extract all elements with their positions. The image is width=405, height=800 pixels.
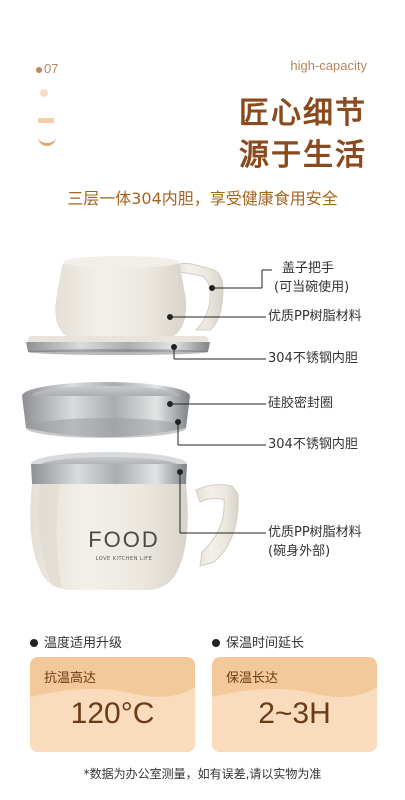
- card-value: 2~3H: [258, 697, 331, 730]
- logo-subtext: LOVE KITCHEN LIFE: [95, 556, 153, 562]
- card-label: 抗温高达: [44, 671, 97, 686]
- callout-silicone-ring: 硅胶密封圈: [268, 396, 334, 411]
- callout-pp-material-bowl: 优质PP树脂材料: [268, 525, 362, 540]
- brand-logo: FOOD LOVE KITCHEN LIFE: [84, 527, 164, 563]
- bowl: [30, 452, 239, 590]
- callout-pp-material-lid: 优质PP树脂材料: [268, 309, 362, 324]
- card-wave: [30, 687, 195, 752]
- decorative-dot: [40, 89, 48, 97]
- product-illustration: [22, 256, 239, 590]
- lid: [26, 256, 224, 355]
- subtitle: 三层一体304内胆，享受健康食用安全: [67, 189, 338, 208]
- decorative-bar: [38, 118, 54, 123]
- footnote: *数据为办公室测量，如有误差,请以实物为准: [83, 767, 322, 781]
- silicone-ring: [22, 382, 190, 438]
- card-label: 保温长达: [226, 671, 279, 686]
- callout-lid-handle: 盖子把手: [282, 261, 335, 276]
- title-line-1: 匠心细节: [239, 96, 367, 131]
- callout-steel-liner-lid: 304不锈钢内胆: [268, 351, 358, 366]
- logo-text: FOOD: [88, 527, 160, 552]
- card-wave: [212, 687, 377, 752]
- feature-heading-insulation: 保温时间延长: [212, 632, 304, 651]
- card-value: 120°C: [70, 697, 155, 730]
- callout-steel-liner-bowl: 304不锈钢内胆: [268, 437, 358, 452]
- feature-card-temperature: 抗温高达 120°C: [30, 657, 195, 752]
- bullet-dot-icon: [36, 66, 42, 73]
- callout-bowl-exterior-note: (碗身外部): [268, 544, 331, 559]
- feature-heading-temperature: 温度适用升级: [30, 632, 122, 651]
- bullet-dot-icon: [30, 638, 38, 647]
- page-number: 07: [36, 61, 58, 76]
- bullet-dot-icon: [212, 638, 220, 647]
- decorative-arc: [38, 133, 56, 146]
- callout-lid-handle-note: (可当碗使用): [274, 280, 350, 295]
- tagline: high-capacity: [290, 58, 367, 73]
- feature-card-insulation: 保温长达 2~3H: [212, 657, 377, 752]
- title-line-2: 源于生活: [239, 138, 367, 173]
